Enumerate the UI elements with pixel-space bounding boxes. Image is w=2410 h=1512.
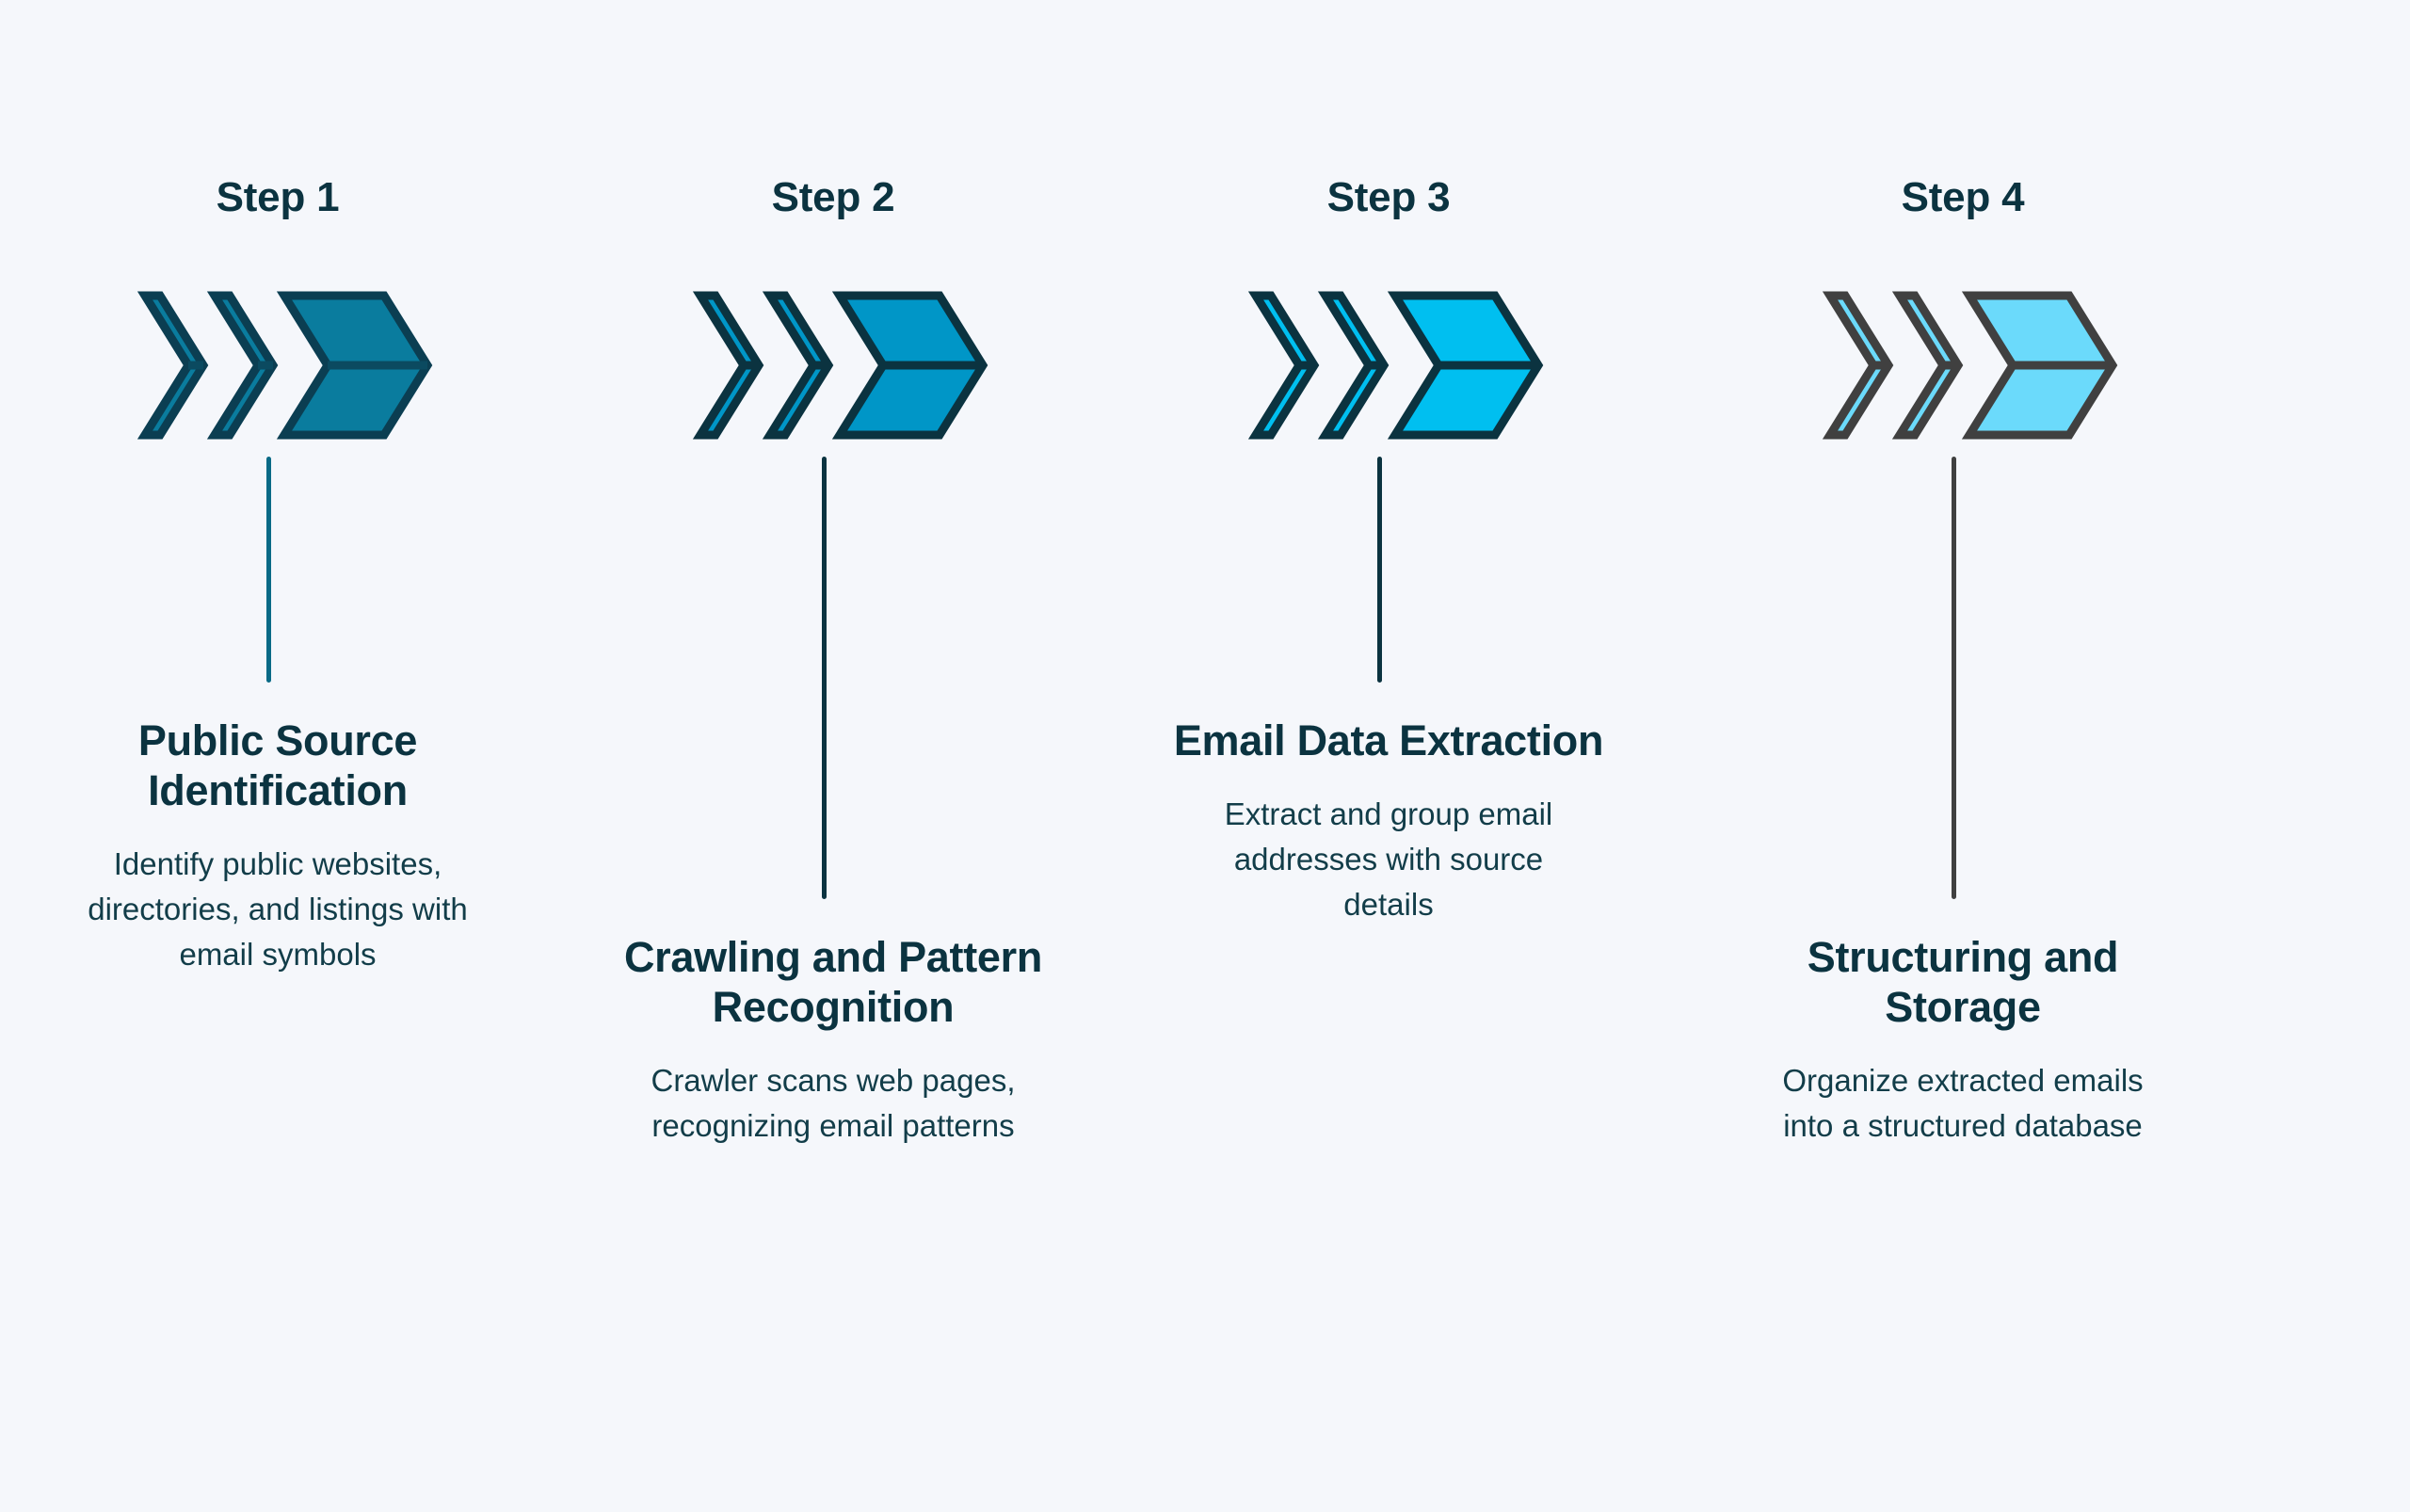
- step-label-4: Step 4: [1901, 174, 2025, 220]
- step-description-4: Organize extracted emails into a structu…: [1782, 1063, 2144, 1144]
- step-title-2: Crawling and Pattern Recognition: [623, 933, 1043, 1032]
- chevron-group-3: [1111, 287, 1666, 440]
- chevron-3: [1387, 291, 1544, 440]
- step-description-2: Crawler scans web pages, recognizing ema…: [651, 1063, 1016, 1144]
- chevron-2: [1891, 291, 1964, 440]
- step-title-3: Email Data Extraction: [1173, 716, 1604, 764]
- connector-line-3: [1377, 457, 1382, 683]
- chevron-group-1: [0, 287, 555, 440]
- chevron-2: [206, 291, 279, 440]
- step-label-2: Step 2: [771, 174, 895, 220]
- chevron-3: [831, 291, 988, 440]
- step-description-3: Extract and group email addresses with s…: [1224, 796, 1553, 922]
- chevron-1: [137, 291, 209, 440]
- chevron-1: [692, 291, 764, 440]
- chevron-1: [1247, 291, 1320, 440]
- chevron-3: [276, 291, 433, 440]
- chevron-2: [762, 291, 834, 440]
- chevron-group-4: [1685, 287, 2241, 440]
- step-title-1: Public Source Identification: [137, 716, 418, 815]
- connector-line-2: [822, 457, 827, 899]
- step-label-1: Step 1: [216, 174, 340, 220]
- chevron-1: [1822, 291, 1894, 440]
- step-description-1: Identify public websites, directories, a…: [88, 846, 468, 972]
- connector-line-1: [266, 457, 271, 683]
- connector-line-4: [1952, 457, 1956, 899]
- chevron-group-2: [555, 287, 1111, 440]
- step-title-4: Structuring and Storage: [1807, 933, 2119, 1032]
- chevron-2: [1317, 291, 1390, 440]
- chevron-3: [1961, 291, 2118, 440]
- step-label-3: Step 3: [1326, 174, 1451, 220]
